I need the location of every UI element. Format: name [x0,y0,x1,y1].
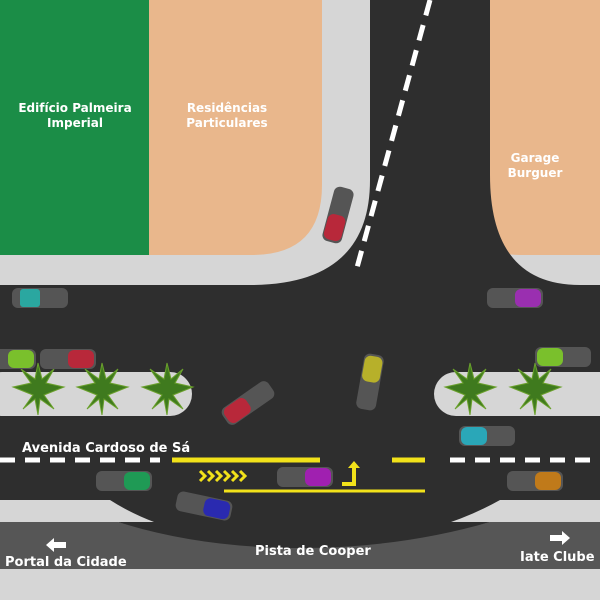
label-pista-de-cooper: Pista de Cooper [255,544,371,559]
car [0,349,36,369]
car [12,288,68,308]
arrow-left-icon [46,538,66,552]
label-avenida: Avenida Cardoso de Sá [22,441,191,456]
palm-tree-icon [140,362,195,416]
cars [0,186,591,521]
block-edificio-palmeira [0,0,149,255]
car [221,381,275,425]
car [322,186,354,244]
turn-arrow-icon [342,461,360,486]
car [487,288,543,308]
lane-divider-vertical [352,0,433,276]
palm-tree-icon [508,362,563,416]
palm-tree-icons [11,362,563,416]
road-curve [118,522,490,548]
palm-tree-icon [11,362,66,416]
palm-tree-icon [75,362,130,416]
palm-tree-icon [443,362,498,416]
car [507,471,563,491]
arrow-right-icon [550,531,570,545]
car [459,426,515,446]
median-right [434,372,600,416]
label-edificio-palmeira: Edifício Palmeira Imperial [18,101,132,130]
car [175,491,233,521]
car [40,349,96,369]
car [277,467,333,487]
block-garage-burguer [468,0,600,255]
label-garage-burguer: Garage Burguer [507,151,563,180]
label-portal-da-cidade: Portal da Cidade [5,555,127,570]
chevron-arrows-icon [198,469,248,483]
car [535,347,591,367]
label-residencias: Residências Particulares [186,101,268,130]
label-iate-clube: Iate Clube [520,550,595,565]
car [356,353,384,411]
car [96,471,152,491]
block-residencias [149,0,322,255]
